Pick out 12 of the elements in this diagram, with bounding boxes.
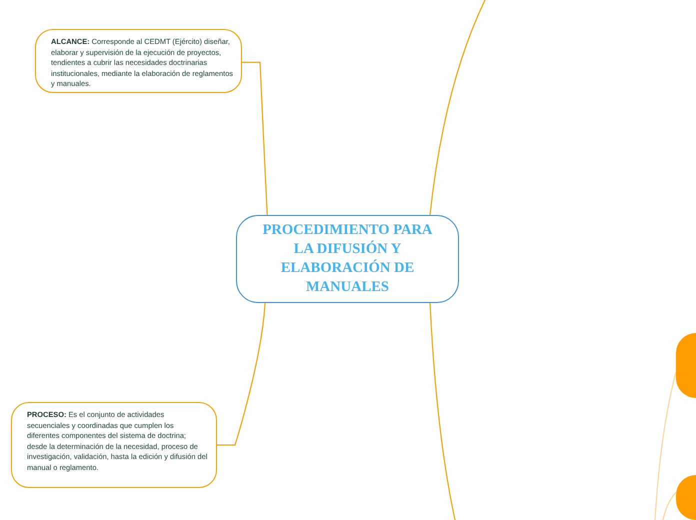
- topic-box: [676, 475, 696, 520]
- note-box: [35, 29, 242, 93]
- topic-title: PROCEDIMIENTO PARA LA DIFUSIÓN Y ELABORACIÓN DE MANUALES: [262, 221, 434, 297]
- note-box: [11, 402, 217, 488]
- connector-line: [217, 302, 266, 446]
- connector-line: [242, 62, 268, 216]
- connector-line: [662, 492, 676, 520]
- topic-box: [676, 333, 696, 398]
- connector-line: [429, 302, 456, 520]
- connector-line: [654, 372, 677, 520]
- connector-line: [429, 0, 486, 216]
- central-topic-box: [236, 215, 459, 303]
